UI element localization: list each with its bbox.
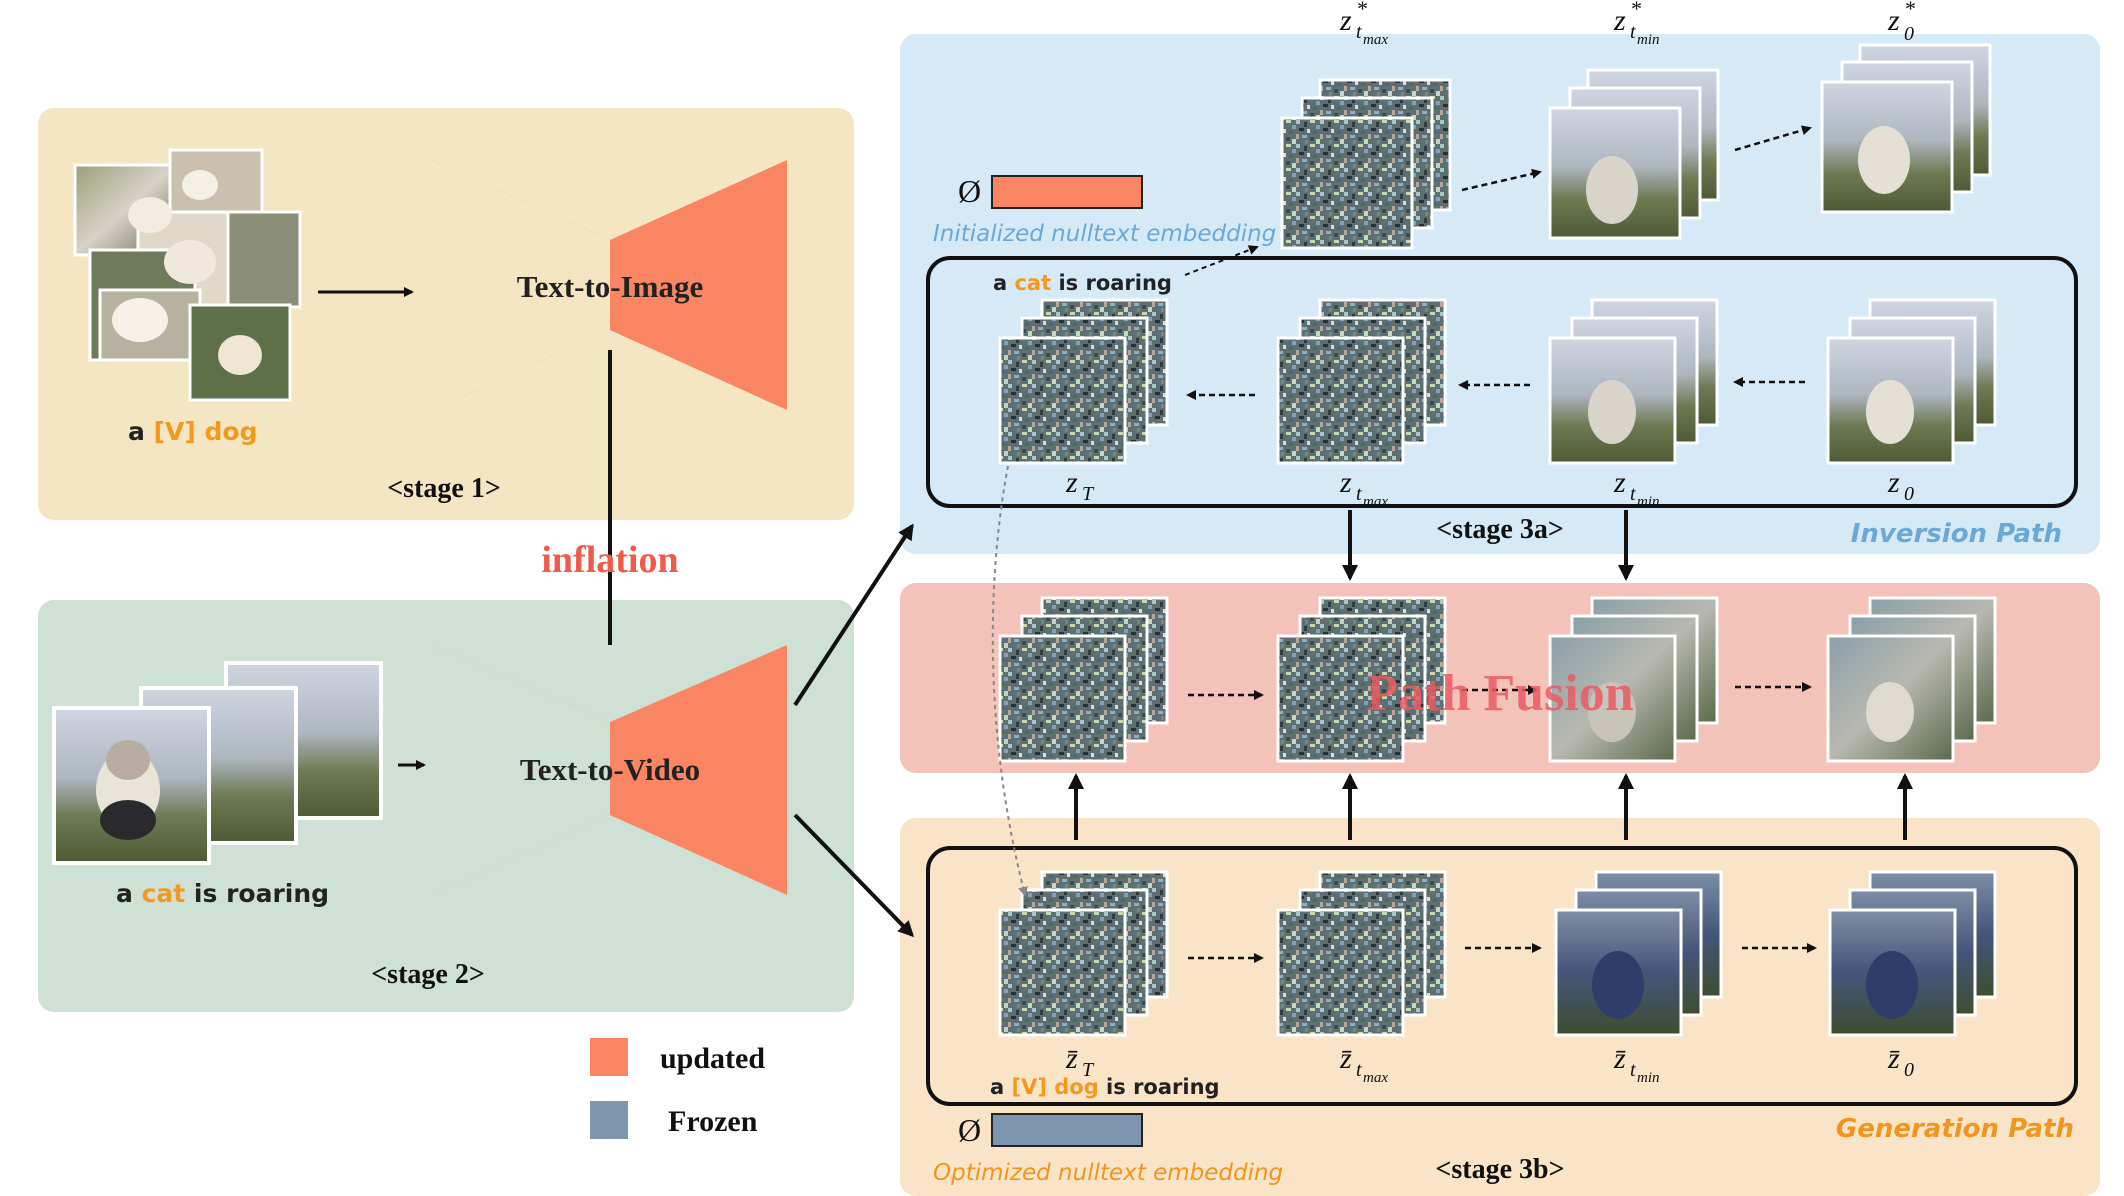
inversion-stack-ztmax (1276, 298, 1447, 465)
svg-text:min: min (1637, 1070, 1660, 1086)
inversion-label-zT: z T (1065, 466, 1095, 505)
svg-text:z: z (1613, 466, 1626, 499)
svg-text:z: z (1339, 466, 1352, 499)
svg-text:z: z (1613, 4, 1626, 37)
optimized-nulltext-caption: Optimized nulltext embedding (933, 1160, 1283, 1186)
svg-text:z̄: z̄ (1339, 1042, 1352, 1075)
stage2-label: <stage 2> (371, 959, 485, 990)
svg-text:max: max (1363, 494, 1388, 510)
svg-text:t: t (1630, 1059, 1636, 1081)
top-stack-noise (1280, 78, 1452, 250)
svg-text:0: 0 (1904, 1059, 1914, 1081)
text-to-video-model (432, 645, 787, 895)
legend-updated-swatch (590, 1038, 628, 1076)
top-label-ztmin-star: z * t min (1613, 0, 1660, 48)
inversion-stack-ztmin (1548, 298, 1719, 465)
svg-text:t: t (1356, 21, 1362, 43)
fusion-stack-1 (998, 596, 1169, 763)
stage2-prompt: a cat is roaring (116, 879, 329, 908)
svg-text:*: * (1904, 0, 1915, 21)
svg-text:T: T (1082, 1059, 1095, 1081)
svg-text:z: z (1887, 466, 1900, 499)
legend-frozen-label: Frozen (668, 1105, 758, 1138)
generation-label-ztmax: z̄ t max (1339, 1042, 1388, 1086)
stage1-label: <stage 1> (387, 473, 501, 504)
legend: updated Frozen (590, 1038, 765, 1139)
svg-text:t: t (1356, 1059, 1362, 1081)
generation-stack-ztmin (1554, 870, 1723, 1037)
generation-stack-ztmax (1276, 870, 1447, 1037)
svg-text:0: 0 (1904, 483, 1914, 505)
stage3a-label: <stage 3a> (1436, 514, 1564, 545)
text-to-video-label: Text-to-Video (520, 752, 700, 787)
dog-photo-collage (73, 148, 302, 402)
initialized-nulltext-bar (991, 175, 1143, 209)
generation-prompt: a [V] dog is roaring (990, 1075, 1220, 1099)
inversion-path-label: Inversion Path (1851, 519, 2062, 549)
legend-updated-label: updated (660, 1042, 765, 1075)
svg-text:max: max (1363, 32, 1388, 48)
fusion-stack-4 (1826, 596, 1997, 763)
svg-text:t: t (1356, 483, 1362, 505)
svg-text:*: * (1356, 0, 1367, 21)
svg-text:min: min (1637, 494, 1660, 510)
inflation-label: inflation (541, 539, 678, 581)
svg-text:t: t (1630, 483, 1636, 505)
inversion-stack-zT (998, 298, 1169, 465)
top-label-z0-star: z * 0 (1887, 0, 1915, 45)
svg-text:z: z (1887, 4, 1900, 37)
inversion-null-symbol: Ø (958, 173, 981, 209)
stage1-prompt: a [V] dog (128, 417, 257, 446)
inversion-label-ztmax: z t max (1339, 466, 1388, 510)
svg-text:min: min (1637, 32, 1660, 48)
text-to-image-model (432, 160, 787, 410)
text-to-image-label: Text-to-Image (517, 269, 704, 304)
legend-frozen-swatch (590, 1101, 628, 1139)
initialized-nulltext-caption: Initialized nulltext embedding (933, 221, 1276, 247)
top-label-ztmax-star: z * t max (1339, 0, 1388, 48)
generation-panel (900, 818, 2100, 1196)
inversion-label-ztmin: z t min (1613, 466, 1660, 510)
top-stack-cat-mid (1548, 68, 1720, 240)
fusion-panel (900, 583, 2100, 773)
svg-text:t: t (1630, 21, 1636, 43)
inversion-inner-box (926, 256, 2078, 508)
stage3b-label: <stage 3b> (1435, 1154, 1564, 1185)
svg-text:*: * (1630, 0, 1641, 21)
arrow-to-generation (793, 813, 915, 938)
svg-text:z: z (1339, 4, 1352, 37)
top-stack-cat-clean (1820, 43, 1992, 214)
generation-null-symbol: Ø (958, 1112, 981, 1148)
generation-stack-zT (998, 870, 1169, 1037)
fusion-stack-2 (1276, 596, 1447, 763)
svg-text:z̄: z̄ (1065, 1042, 1078, 1075)
svg-text:0: 0 (1904, 23, 1914, 45)
cat-video-frames (52, 661, 383, 865)
svg-text:max: max (1363, 1070, 1388, 1086)
svg-text:z̄: z̄ (1887, 1042, 1900, 1075)
generation-label-zT: z̄ T (1065, 1042, 1095, 1081)
generation-stack-z0 (1828, 870, 1997, 1037)
path-fusion-label: Path Fusion (1366, 665, 1633, 722)
inversion-prompt: a cat is roaring (993, 271, 1172, 295)
fusion-stack-3 (1548, 596, 1719, 763)
generation-label-z0: z̄ 0 (1887, 1042, 1914, 1081)
optimized-nulltext-bar (991, 1113, 1143, 1147)
generation-label-ztmin: z̄ t min (1613, 1042, 1660, 1086)
inversion-panel (900, 34, 2100, 554)
svg-text:T: T (1082, 483, 1095, 505)
inversion-stack-z0 (1826, 298, 1997, 465)
generation-inner-box (926, 846, 2078, 1106)
inversion-label-z0: z 0 (1887, 466, 1914, 505)
noise-reuse-curve (991, 465, 1028, 897)
generation-path-label: Generation Path (1836, 1114, 2074, 1144)
arrow-to-inversion (793, 523, 914, 707)
svg-text:z̄: z̄ (1613, 1042, 1626, 1075)
svg-text:z: z (1065, 466, 1078, 499)
